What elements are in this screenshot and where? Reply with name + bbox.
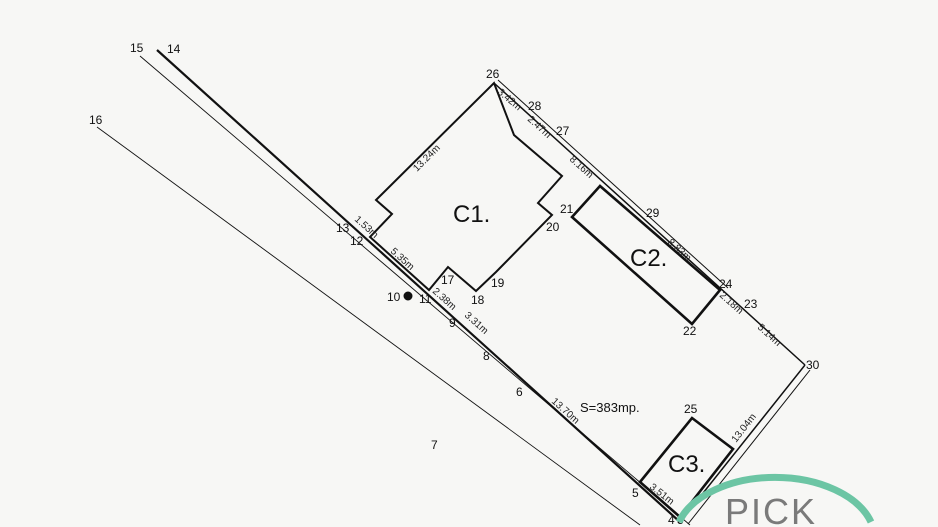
dimension-label: 8.83m [665,237,693,264]
boundary-line-northeast [493,82,806,366]
point-label: 29 [646,206,660,220]
point-label: 19 [491,276,505,290]
point-label: 12 [350,234,364,248]
area-label: S=383mp. [580,400,640,415]
point-label: 20 [546,220,560,234]
point-label: 6 [516,385,523,399]
watermark-text: PICK [725,491,817,527]
dimension-label: 5.35m [388,246,416,273]
dimension-label: 3.31m [462,310,490,337]
dimension-label: 3.51m [647,482,676,508]
point-label: 10 [387,290,401,304]
building-c1-outline [368,81,564,293]
point-label: 23 [744,297,758,311]
dimension-label: 5.14m [755,322,783,349]
point-label: 18 [471,293,485,307]
point-label: 24 [719,277,733,291]
point-label: 9 [449,316,456,330]
watermark-ring [675,473,875,524]
point-label: 26 [486,67,500,81]
dimension-label: 13.70m [549,396,581,426]
dimension-label: 2.18m [717,290,745,317]
point-label: 11 [419,292,432,306]
street-line-15 [139,55,691,526]
dimension-label: 2.47m [525,114,553,141]
dimension-label: 8.16m [567,154,595,181]
boundary-line-northeast-double [497,79,729,289]
point-label: 28 [528,99,542,113]
point-label: 27 [556,124,570,138]
point-label: 4 [668,513,675,527]
point-label: 8 [483,349,490,363]
point-label: 7 [431,438,438,452]
street-line-16 [96,126,641,526]
point-label: 13 [336,221,350,235]
point-label: 25 [684,402,698,416]
boundary-line-west [156,49,681,523]
building-c3-label: C3. [668,451,705,478]
point-label: 5 [632,486,639,500]
point-label: 14 [167,42,181,56]
building-c2-outline [570,184,722,326]
building-c2-label: C2. [630,245,667,272]
point-label: 21 [560,202,574,216]
point-label: 30 [806,358,820,372]
point-10-marker [403,291,413,301]
point-label: 22 [683,324,697,338]
dimension-label: 13.24m [411,143,442,174]
point-label: 16 [89,113,103,127]
boundary-line-east-double [687,369,811,525]
point-label: 15 [130,41,144,55]
building-c1-label: C1. [453,201,490,228]
point-label: 17 [441,273,455,287]
